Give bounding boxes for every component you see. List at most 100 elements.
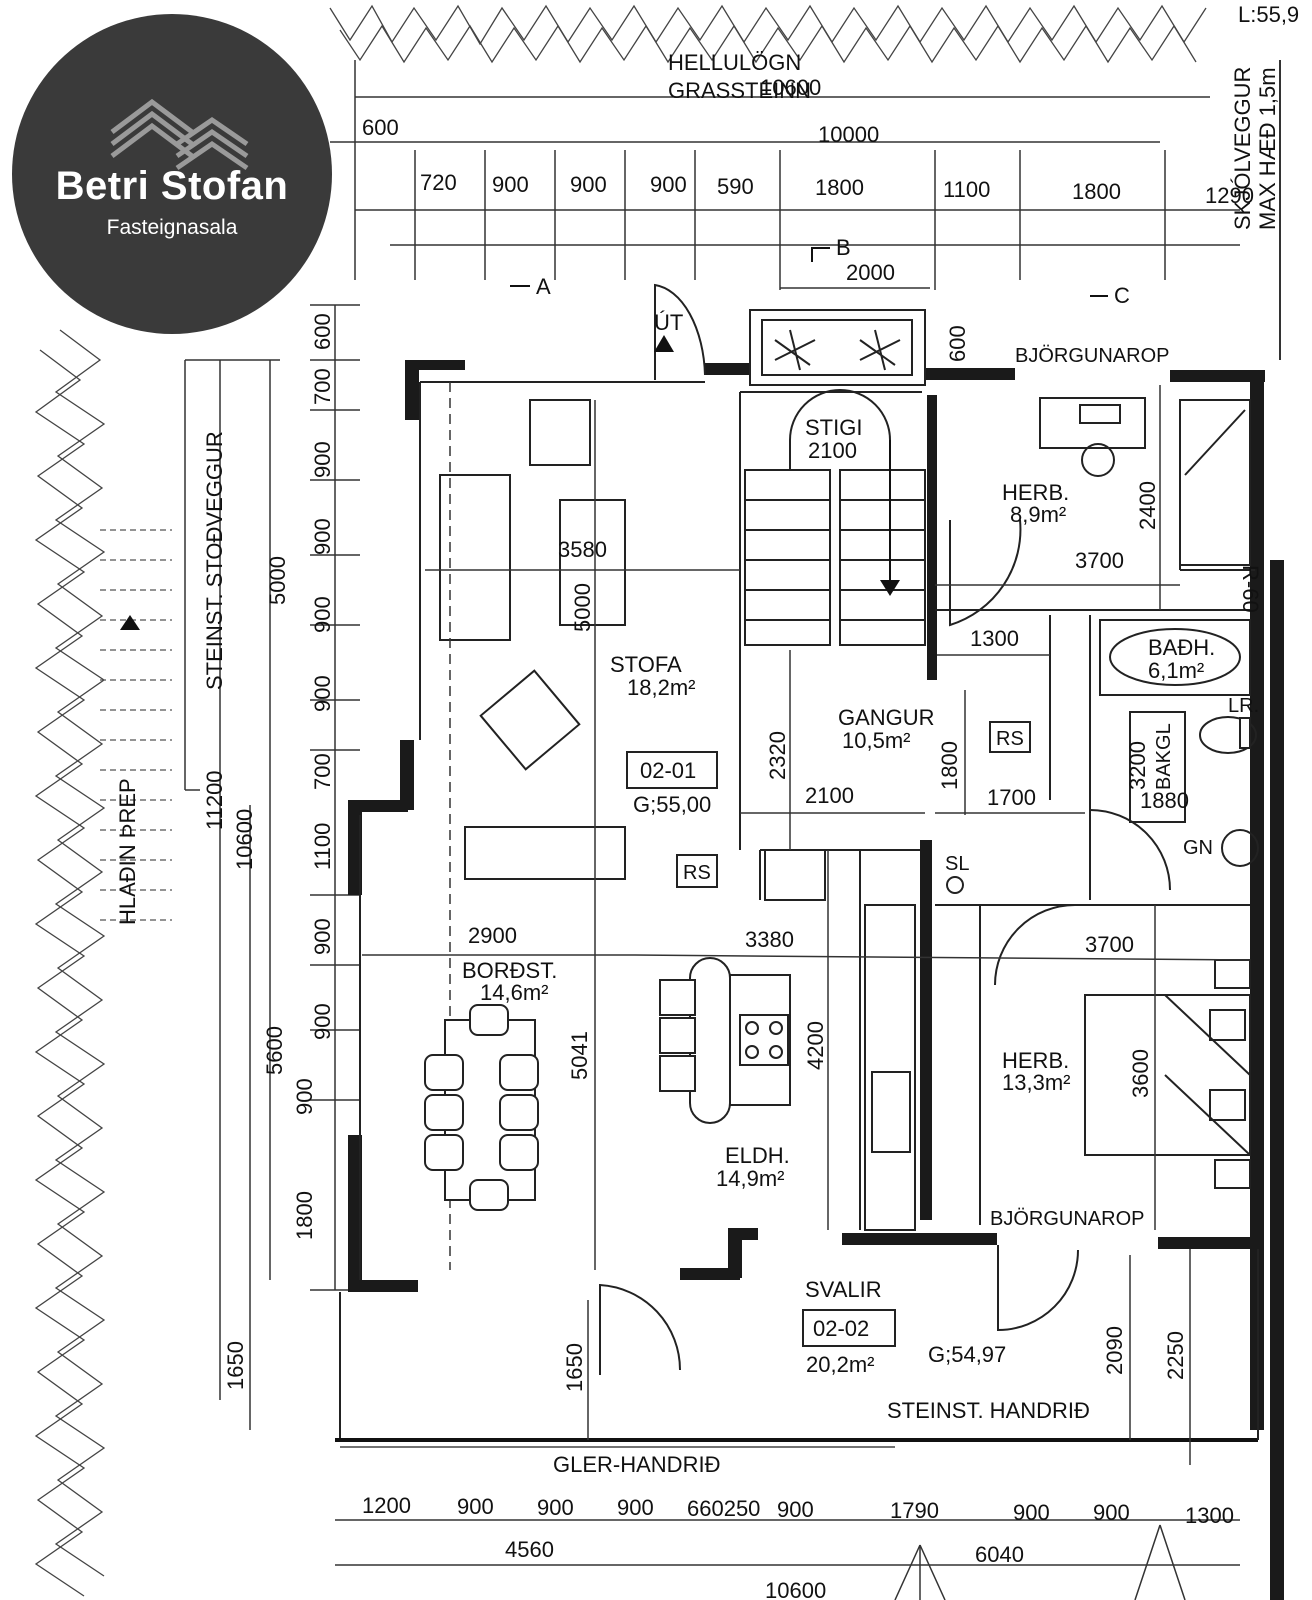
stair: [744, 389, 926, 646]
dim-left-900e: 900: [310, 918, 335, 955]
rs-box-1: [989, 721, 1031, 753]
concrete-railing-label: STEINST. HANDRIÐ: [887, 1398, 1090, 1423]
dim-4200: 4200: [803, 1021, 828, 1070]
dim-top-590: 590: [717, 174, 754, 199]
dim-1700: 1700: [987, 785, 1036, 810]
dining-table: [424, 1004, 539, 1211]
dim-left-600: 600: [310, 313, 335, 350]
dining-room-area: 14,6m²: [480, 980, 548, 1005]
rs-label-1: RS: [996, 728, 1024, 750]
dim-left-10600: 10600: [232, 809, 257, 870]
dim-5041: 5041: [567, 1031, 592, 1080]
entrance-planters: [749, 309, 926, 386]
sl-label: SL: [945, 853, 969, 875]
retaining-wall-label-1: SKJÓLVEGGUR: [1230, 67, 1255, 230]
side-wall-label: STEINST. STOÐVEGGUR: [202, 431, 227, 690]
bathroom-name: BAÐH.: [1148, 635, 1215, 660]
dim-2320: 2320: [765, 731, 790, 780]
step-arrow: [120, 615, 140, 630]
entrance-arrow: [654, 335, 674, 352]
dim-bottom-4560: 4560: [505, 1537, 554, 1562]
rescue-opening-1: BJÖRGUNAROP: [1015, 345, 1169, 367]
dim-bottom-900f: 900: [1093, 1500, 1130, 1525]
rs-box-2: [676, 854, 718, 888]
steps-hatching: [100, 529, 172, 921]
corner-level: L:55,9: [1238, 2, 1299, 27]
dim-bottom-660250: 660250: [687, 1496, 760, 1521]
dim-left-900d: 900: [310, 675, 335, 712]
dim-bottom-6040: 6040: [975, 1542, 1024, 1567]
dim-1300: 1300: [970, 626, 1019, 651]
dim-left-900c: 900: [310, 596, 335, 633]
dim-2090: 2090: [1102, 1326, 1127, 1375]
dim-2400: 2400: [1135, 481, 1160, 530]
dim-1650-balcony: 1650: [562, 1343, 587, 1392]
dim-bottom-900a: 900: [457, 1494, 494, 1519]
dim-bottom-1200: 1200: [362, 1493, 411, 1518]
dim-5000-living: 5000: [570, 583, 595, 632]
kitchen-island: [659, 849, 916, 1231]
bedroom1-furniture: [949, 397, 1251, 627]
bedroom1-name: HERB.: [1002, 480, 1069, 505]
dim-3700-bed1: 3700: [1075, 548, 1124, 573]
brand-logo: Betri Stofan Fasteignasala: [12, 14, 332, 334]
dim-2250: 2250: [1163, 1331, 1188, 1380]
hallway-name: GANGUR: [838, 705, 935, 730]
dim-top-10000: 10000: [818, 122, 879, 147]
bedroom2-area: 13,3m²: [1002, 1070, 1070, 1095]
dim-top-1290: 1290: [1205, 183, 1254, 208]
living-room-name: STOFA: [610, 652, 682, 677]
dim-top-900c: 900: [650, 172, 687, 197]
bottom-dimension-lines: [335, 1519, 1240, 1600]
bathroom-area: 6,1m²: [1148, 658, 1204, 683]
bedroom2-name: HERB.: [1002, 1048, 1069, 1073]
bedroom2-furniture: [994, 904, 1251, 1189]
section-mark-b: B: [836, 235, 851, 260]
terrace-step-label: HLAÐIN ÞREP: [115, 778, 140, 925]
stair-label: STIGI: [805, 415, 862, 440]
dim-2100: 2100: [805, 783, 854, 808]
dim-left-1800: 1800: [292, 1191, 317, 1240]
dim-bottom-900b: 900: [537, 1495, 574, 1520]
brand-subtitle: Fasteignasala: [106, 216, 238, 239]
dim-bottom-1790: 1790: [890, 1498, 939, 1523]
rs-label-2: RS: [683, 862, 711, 884]
rear-glass-label: BAKGL: [1153, 723, 1175, 790]
paving-label-1: HELLULÖGN: [668, 50, 801, 75]
balcony-door-2: [997, 1245, 1079, 1332]
entrance-door: [654, 283, 706, 380]
section-mark-a: A: [536, 274, 551, 299]
balcony-outline: [335, 1249, 1259, 1448]
dim-top-720: 720: [420, 170, 457, 195]
interior-dimension-lines: [362, 385, 1251, 1465]
section-arrows: [510, 247, 1108, 297]
dim-top-10600: 10600: [760, 75, 821, 100]
dim-top-1100: 1100: [943, 177, 990, 202]
retaining-wall-label-2: MAX HÆÐ 1,5m: [1255, 67, 1280, 230]
dim-top-1800b: 1800: [1072, 179, 1121, 204]
balcony-door-1: [599, 1283, 682, 1375]
left-dimension-lines: [184, 304, 360, 1430]
balcony-name: SVALIR: [805, 1277, 882, 1302]
dim-bottom-900d: 900: [777, 1497, 814, 1522]
bathroom-fixtures: [1089, 619, 1259, 891]
unit1-box: [626, 751, 718, 789]
dim-top-900b: 900: [570, 172, 607, 197]
stair-length: 2100: [808, 438, 857, 463]
dim-bottom-900e: 900: [1013, 1500, 1050, 1525]
dim-1880: 1880: [1140, 788, 1189, 813]
bedroom1-area: 8,9m²: [1010, 502, 1066, 527]
unit2-gross: G;54,97: [928, 1342, 1006, 1367]
paving-label-2: GRASSTEINN: [668, 78, 811, 103]
dim-1800-hall: 1800: [937, 741, 962, 790]
dim-left-1100: 1100: [310, 823, 335, 870]
dim-3380: 3380: [745, 927, 794, 952]
dim-top-1800a: 1800: [815, 175, 864, 200]
dim-left-1650: 1650: [223, 1341, 248, 1390]
buildings-icon: [110, 98, 249, 171]
dim-left-5000: 5000: [265, 556, 290, 605]
balcony-area: 20,2m²: [806, 1352, 874, 1377]
dim-bottom-900c: 900: [617, 1495, 654, 1520]
dim-3700-bed2: 3700: [1085, 932, 1134, 957]
dim-left-900b: 900: [310, 518, 335, 555]
